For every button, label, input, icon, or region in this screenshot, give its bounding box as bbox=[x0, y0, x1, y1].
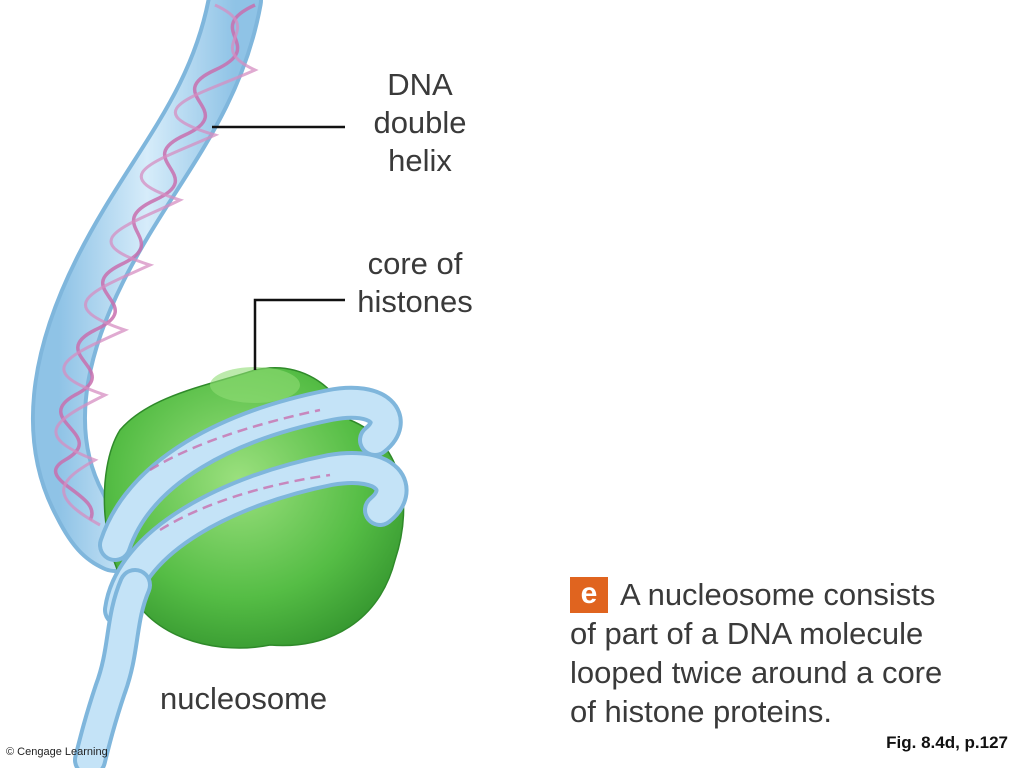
dna-strand-b bbox=[54, 3, 259, 527]
histone-leader-line bbox=[253, 298, 345, 370]
copyright-notice: © Cengage Learning bbox=[6, 746, 108, 758]
dna-strand-a bbox=[54, 3, 256, 521]
core-of-histones-label: core of histones bbox=[335, 245, 495, 321]
core-label-line-1: core of bbox=[367, 246, 463, 281]
figure-reference: Fig. 8.4d, p.127 bbox=[886, 733, 1008, 752]
caption-line-4: of histone proteins. bbox=[570, 694, 832, 729]
caption-line-1: e A nucleosome consists bbox=[570, 575, 1010, 614]
dna-double-helix-label: DNA double helix bbox=[345, 66, 495, 180]
nucleosome-label: nucleosome bbox=[160, 681, 328, 716]
dna-label-line-1: DNA bbox=[387, 67, 453, 102]
caption-line-3: looped twice around a core bbox=[570, 655, 943, 690]
panel-badge: e bbox=[570, 577, 608, 613]
caption-text-1: A nucleosome consists bbox=[620, 577, 936, 612]
dna-wrap bbox=[73, 385, 409, 768]
caption-line-2: of part of a DNA molecule bbox=[570, 616, 924, 651]
dna-double-helix bbox=[31, 0, 263, 573]
dna-label-line-3: helix bbox=[388, 143, 452, 178]
core-label-line-2: histones bbox=[357, 284, 473, 319]
dna-label-line-2: double bbox=[373, 105, 467, 140]
figure-caption: e A nucleosome consists of part of a DNA … bbox=[570, 575, 1010, 731]
